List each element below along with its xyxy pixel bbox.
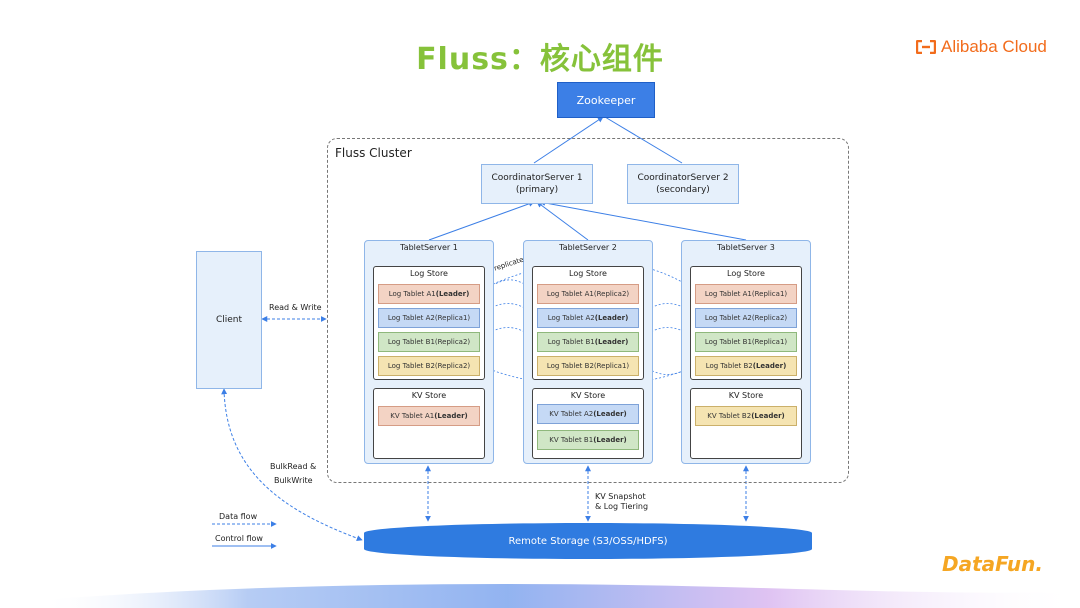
tablet-role: (Replica1) — [751, 338, 788, 346]
tablet-role: (Replica2) — [593, 290, 630, 298]
coord2-zookeeper-link — [604, 116, 683, 164]
tablet-role: (Leader) — [434, 412, 468, 420]
kv-store: KV Store KV Tablet B2 (Leader) — [690, 388, 802, 459]
log-tablet-a2: Log Tablet A2 (Replica1) — [378, 308, 480, 328]
ts1-coord-link — [428, 200, 535, 241]
tablet-name: Log Tablet B1 — [704, 338, 752, 346]
coordinator-2-name: CoordinatorServer 2 — [637, 173, 729, 183]
log-tablet-b1: Log Tablet B1 (Replica2) — [378, 332, 480, 352]
log-tablet-b2: Log Tablet B2 (Replica1) — [537, 356, 639, 376]
log-store-title: Log Store — [569, 269, 607, 278]
kv-store-title: KV Store — [411, 391, 447, 400]
tablet-name: Log Tablet A2 — [387, 314, 435, 322]
tablet-role: (Replica1) — [751, 290, 788, 298]
tablet-role: (Leader) — [593, 410, 627, 418]
tablet-server-1: TabletServer 1 Log Store Log Tablet A1 (… — [364, 240, 494, 464]
kv-tablet-b1: KV Tablet B1 (Leader) — [537, 430, 639, 450]
log-store: Log Store Log Tablet A1 (Replica1) Log T… — [690, 266, 802, 380]
replicate-a1-to-ts3 — [481, 260, 696, 291]
log-tablet-a1: Log Tablet A1 (Leader) — [378, 284, 480, 304]
snapshot-label-line1: KV Snapshot — [595, 492, 646, 501]
tablet-server-title: TabletServer 2 — [559, 243, 617, 252]
log-store: Log Store Log Tablet A1 (Leader) Log Tab… — [373, 266, 485, 380]
log-tablet-b1: Log Tablet B1 (Leader) — [537, 332, 639, 352]
log-tablet-a1: Log Tablet A1 (Replica2) — [537, 284, 639, 304]
coordinator-1-role: (primary) — [515, 185, 559, 195]
tablet-role: (Leader) — [752, 362, 787, 370]
kv-store: KV Store KV Tablet A1 (Leader) — [373, 388, 485, 459]
tablet-server-3: TabletServer 3 Log Store Log Tablet A1 (… — [681, 240, 811, 464]
tablet-name: KV Tablet A2 — [549, 410, 594, 418]
alibaba-cloud-logo: Alibaba Cloud — [916, 36, 1047, 58]
tablet-role: (Replica2) — [434, 362, 471, 370]
bulk-label-line1: BulkRead & — [270, 462, 317, 471]
tablet-name: Log Tablet A1 — [388, 290, 436, 298]
tablet-role: (Replica2) — [751, 314, 788, 322]
remote-storage: Remote Storage (S3/OSS/HDFS) — [364, 523, 812, 559]
datafun-logo: DataFun. — [942, 552, 1043, 576]
client-box: Client — [196, 251, 262, 389]
kv-store-title: KV Store — [570, 391, 606, 400]
tablet-server-2: TabletServer 2 Log Store Log Tablet A1 (… — [523, 240, 653, 464]
tablet-name: KV Tablet B1 — [549, 436, 594, 444]
page-title: Fluss：核心组件 — [416, 42, 664, 77]
tablet-role: (Leader) — [594, 338, 629, 346]
kv-store: KV Store KV Tablet A2 (Leader) KV Tablet… — [532, 388, 644, 459]
tablet-name: Log Tablet B2 — [705, 362, 753, 370]
tablet-name: Log Tablet A1 — [546, 290, 594, 298]
log-tablet-b2: Log Tablet B2 (Leader) — [695, 356, 797, 376]
tablet-name: KV Tablet A1 — [390, 412, 435, 420]
ts2-coord-link — [536, 201, 589, 241]
legend-control-flow: Control flow — [215, 534, 263, 543]
decorative-wave — [40, 584, 1080, 608]
brand-name: Alibaba Cloud — [941, 37, 1047, 56]
log-store-title: Log Store — [727, 269, 765, 278]
tablet-name: Log Tablet B1 — [387, 338, 435, 346]
log-store: Log Store Log Tablet A1 (Replica2) Log T… — [532, 266, 644, 380]
tablet-name: Log Tablet B2 — [546, 362, 594, 370]
client-storage-link — [221, 388, 363, 542]
tablet-name: Log Tablet B1 — [547, 338, 595, 346]
coord1-zookeeper-link — [533, 116, 604, 164]
replicate-b2-to-ts1 — [481, 365, 696, 386]
tablet-role: (Replica1) — [593, 362, 630, 370]
ts3-coord-link — [539, 200, 747, 241]
kv-tablet-a1: KV Tablet A1 (Leader) — [378, 406, 480, 426]
tablet-role: (Replica2) — [434, 338, 471, 346]
tablet-name: KV Tablet B2 — [707, 412, 752, 420]
bulk-label-line2: BulkWrite — [274, 476, 313, 485]
fluss-cluster-boundary — [327, 138, 849, 483]
tablet-name: Log Tablet B2 — [387, 362, 435, 370]
snapshot-label-line2: & Log Tiering — [595, 502, 649, 511]
kv-tablet-a2: KV Tablet A2 (Leader) — [537, 404, 639, 424]
kv-tablet-b2: KV Tablet B2 (Leader) — [695, 406, 797, 426]
tablet-role: (Replica1) — [434, 314, 471, 322]
tablet-name: Log Tablet A1 — [704, 290, 752, 298]
log-tablet-b2: Log Tablet B2 (Replica2) — [378, 356, 480, 376]
coordinator-1-name: CoordinatorServer 1 — [491, 173, 583, 183]
tablet-role: (Leader) — [435, 290, 470, 298]
coordinator-server-1: CoordinatorServer 1 (primary) — [481, 164, 593, 204]
tablet-name: Log Tablet A2 — [704, 314, 752, 322]
read-write-label: Read & Write — [269, 303, 322, 312]
tablet-server-title: TabletServer 1 — [400, 243, 458, 252]
log-store-title: Log Store — [410, 269, 448, 278]
tablet-role: (Leader) — [594, 314, 629, 322]
legend-data-flow: Data flow — [219, 512, 258, 521]
tablet-role: (Leader) — [593, 436, 627, 444]
log-tablet-b1: Log Tablet B1 (Replica1) — [695, 332, 797, 352]
coordinator-server-2: CoordinatorServer 2 (secondary) — [627, 164, 739, 204]
cluster-label: Fluss Cluster — [335, 146, 412, 160]
zookeeper-box: Zookeeper — [557, 82, 655, 118]
coordinator-2-role: (secondary) — [656, 185, 710, 195]
log-tablet-a2: Log Tablet A2 (Leader) — [537, 308, 639, 328]
kv-store-title: KV Store — [728, 391, 764, 400]
log-tablet-a2: Log Tablet A2 (Replica2) — [695, 308, 797, 328]
alibaba-cloud-icon — [916, 40, 936, 54]
tablet-server-title: TabletServer 3 — [717, 243, 775, 252]
tablet-role: (Leader) — [751, 412, 785, 420]
tablet-name: Log Tablet A2 — [547, 314, 595, 322]
log-tablet-a1: Log Tablet A1 (Replica1) — [695, 284, 797, 304]
